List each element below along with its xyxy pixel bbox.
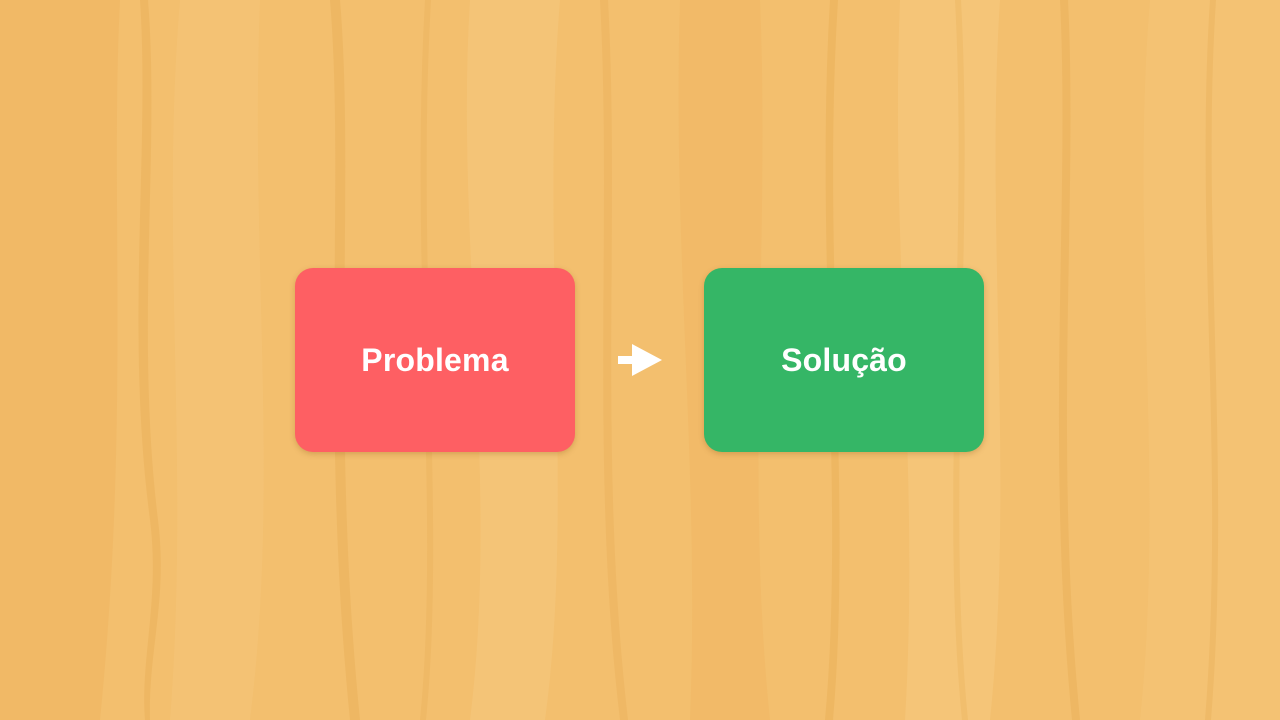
solution-card[interactable]: Solução — [704, 268, 984, 452]
right-arrow-icon — [618, 344, 662, 376]
problem-card[interactable]: Problema — [295, 268, 575, 452]
solution-label: Solução — [781, 341, 907, 378]
problem-label: Problema — [361, 341, 509, 378]
